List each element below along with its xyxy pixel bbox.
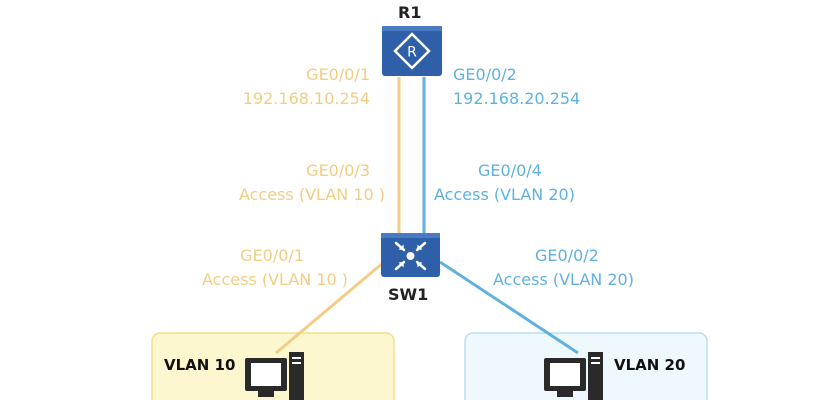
sw1-ge004-label: GE0/0/4 — [478, 161, 542, 180]
pc-vlan10-icon[interactable] — [245, 352, 304, 400]
switch-icon[interactable] — [381, 233, 440, 277]
sw1-ge002-mode: Access (VLAN 20) — [493, 270, 634, 289]
r1-ge001-label: GE0/0/1 — [306, 65, 370, 84]
sw1-ge001-mode: Access (VLAN 10 ) — [201, 270, 348, 289]
link-sw1-pc-vlan20 — [439, 260, 579, 355]
link-sw1-pc-vlan10 — [275, 260, 385, 355]
sw1-ge004-mode: Access (VLAN 20) — [434, 185, 575, 204]
router-name: R1 — [398, 3, 422, 22]
sw1-ge002-label: GE0/0/2 — [535, 246, 599, 265]
router-icon[interactable]: R — [382, 26, 442, 76]
sw1-ge001-label: GE0/0/1 — [240, 246, 304, 265]
r1-ge002-ip: 192.168.20.254 — [453, 89, 581, 108]
r1-ge002-label: GE0/0/2 — [453, 65, 517, 84]
sw1-ge003-mode: Access (VLAN 10 ) — [238, 185, 385, 204]
vlan20-label: VLAN 20 — [614, 356, 686, 374]
vlan10-label: VLAN 10 — [164, 356, 236, 374]
sw1-ge003-label: GE0/0/3 — [306, 161, 370, 180]
r1-ge001-ip: 192.168.10.254 — [242, 89, 370, 108]
pc-vlan20-icon[interactable] — [544, 352, 603, 400]
switch-name: SW1 — [388, 285, 429, 304]
svg-text:R: R — [407, 45, 417, 61]
